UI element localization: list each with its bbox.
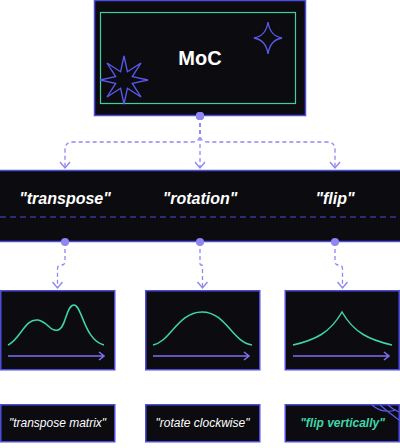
dashed-connector <box>196 238 208 288</box>
curve <box>153 312 252 345</box>
curve-panel <box>146 291 260 370</box>
curve <box>293 312 392 345</box>
category-cell: "transpose" <box>0 170 130 242</box>
band-divider <box>0 216 400 217</box>
output-panel: "rotate clockwise" <box>145 290 260 442</box>
dashed-connector <box>60 112 204 168</box>
root-label: MoC <box>94 0 306 116</box>
caption-box <box>1 405 115 442</box>
category-band <box>0 171 400 242</box>
dashed-connector <box>196 112 340 168</box>
curve <box>8 305 104 345</box>
caption-box <box>285 405 399 442</box>
category-cell: "rotation" <box>130 170 270 242</box>
category-cell: "flip" <box>270 170 400 242</box>
dashed-connector <box>195 112 205 168</box>
dashed-connector <box>331 238 348 288</box>
axis-arrow <box>8 352 389 360</box>
starburst <box>100 56 148 104</box>
curve-panel <box>1 291 115 370</box>
dashed-connector <box>53 238 70 288</box>
category-label: "flip" <box>270 190 400 208</box>
caption-box <box>146 405 260 442</box>
curve-panel <box>285 291 399 370</box>
output-caption: "transpose matrix" <box>0 404 115 442</box>
output-panel: "transpose matrix" <box>0 290 115 442</box>
root-box: MoC <box>94 0 306 116</box>
top-box <box>95 1 306 116</box>
category-label: "transpose" <box>0 190 130 208</box>
four-point-star <box>254 22 282 54</box>
output-caption: "rotate clockwise" <box>145 404 260 442</box>
category-label: "rotation" <box>130 190 270 208</box>
output-panel: "flip vertically" <box>285 290 400 442</box>
output-caption: "flip vertically" <box>285 404 400 442</box>
